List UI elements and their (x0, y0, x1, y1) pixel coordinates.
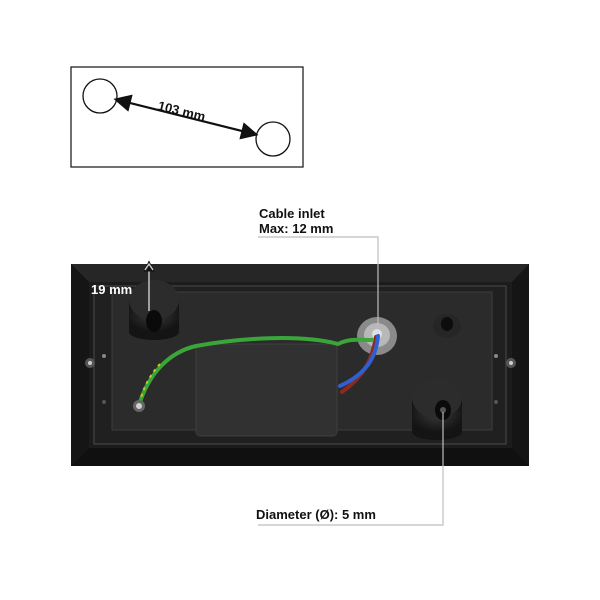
spacing-arrow (113, 94, 259, 140)
mounting-post-small (433, 314, 461, 338)
depth-label: 19 mm (91, 282, 133, 297)
wire-green (138, 336, 374, 404)
cable-inlet-max: Max: 12 mm (259, 221, 334, 236)
mounting-hole-left (82, 78, 118, 114)
cable-inlet-leader (258, 236, 379, 328)
junction-housing (71, 264, 529, 466)
diameter-leader (258, 412, 444, 526)
housing-rim-right (512, 264, 529, 466)
wire-yellow-stripe (139, 363, 161, 403)
side-screw-right (506, 358, 516, 368)
mounting-post-left (129, 280, 179, 340)
cable-inlet-title: Cable inlet (259, 206, 325, 221)
mounting-hole-right (255, 121, 291, 157)
housing-rim-left (71, 264, 89, 466)
wire-blue (338, 334, 380, 388)
ground-screw (133, 400, 145, 412)
housing-rim-bottom (71, 448, 529, 466)
diameter-label: Diameter (Ø): 5 mm (256, 507, 376, 522)
terminal-block (195, 343, 338, 437)
housing-rim-top (71, 264, 529, 282)
mounting-post-right (412, 378, 462, 440)
side-screw-left (85, 358, 95, 368)
mounting-spacing-diagram (70, 66, 304, 168)
